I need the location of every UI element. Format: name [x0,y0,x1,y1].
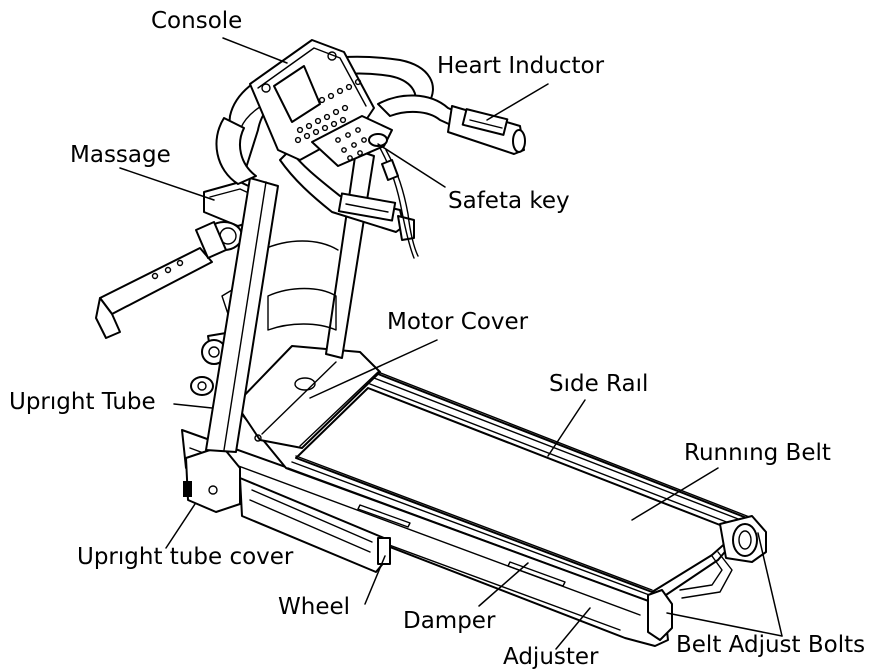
safety-key [368,133,388,147]
label-massage: Massage [70,142,171,168]
leader-motor-cover [309,339,438,399]
leader-massage [119,167,215,201]
label-upright-tube: Uprıght Tube [9,389,156,415]
leader-adjuster [555,607,591,650]
leader-console [222,37,288,64]
leader-damper [478,562,529,607]
leader-safety-key [377,143,446,188]
base-leg [239,477,391,573]
leader-heart-inductor [486,83,549,121]
console [249,39,419,259]
leader-wheel [364,555,386,605]
leader-lines [119,37,783,650]
leader-side-rail [547,399,586,457]
label-upright-tube-cover: Uprıght tube cover [77,544,294,570]
leader-bolts-a [757,532,783,637]
label-motor-cover: Motor Cover [387,309,529,335]
label-wheel: Wheel [278,594,350,620]
deck [181,363,767,647]
label-side-rail: Sıde Raıl [549,371,648,397]
leader-bolts-b [666,612,783,637]
label-safety-key: Safeta key [448,188,570,214]
console-display [273,65,321,123]
leader-running-belt [631,467,719,521]
right-handlebar [377,94,526,155]
label-heart-inductor: Heart Inductor [437,53,605,79]
label-belt-adjust-bolts: Belt Adjust Bolts [676,632,865,658]
label-adjuster: Adjuster [503,644,599,670]
motor-cover [235,345,381,449]
label-running-belt: Runnıng Belt [684,440,831,466]
leader-upright-tube [173,403,213,409]
label-console: Console [151,8,242,34]
label-damper: Damper [403,608,496,634]
labels: Console Heart Inductor Massage Safeta ke… [9,8,865,670]
leader-upright-tube-cover [165,503,196,549]
treadmill-illustration [95,39,767,647]
